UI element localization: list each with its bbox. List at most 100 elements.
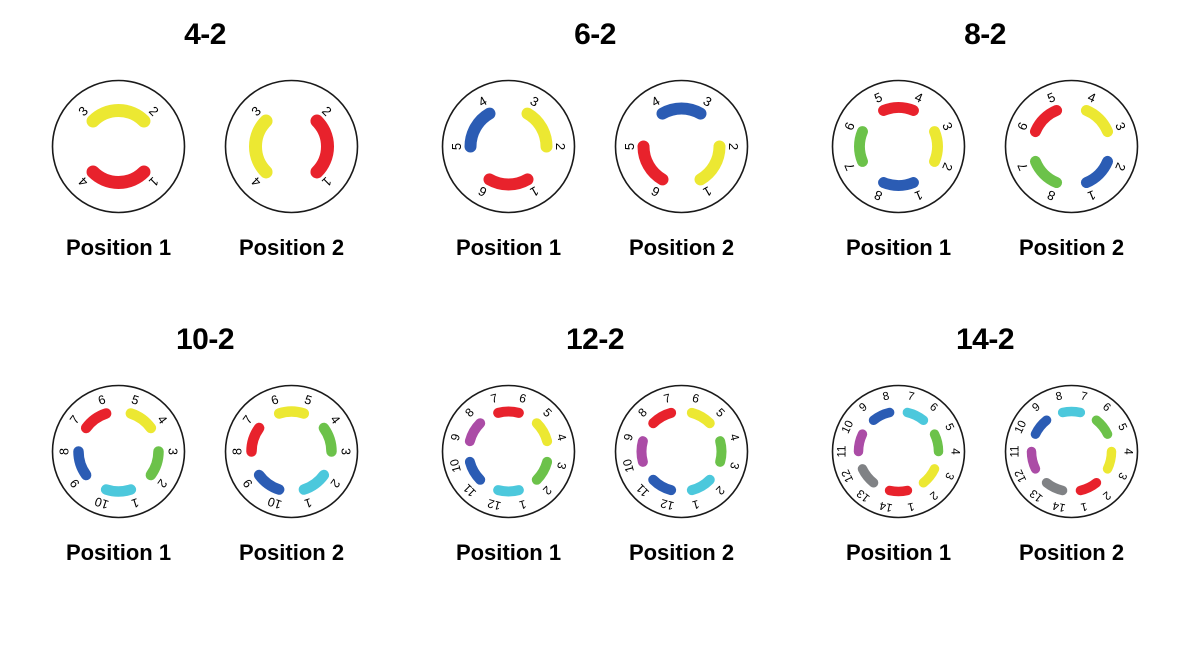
dial-number-5: 5 (303, 392, 314, 407)
dial-number-14: 14 (878, 499, 894, 514)
dial-arc-red (86, 165, 151, 189)
dial-arc-green (1091, 415, 1113, 439)
dial-arc-red (310, 114, 334, 179)
dial-number-6: 6 (269, 392, 280, 407)
dial-number-1: 1 (517, 497, 527, 512)
dial-outline (831, 79, 966, 214)
dial-arc-red (493, 406, 524, 418)
dial-number-6: 6 (518, 391, 528, 406)
dial-number-4: 4 (1122, 448, 1134, 455)
dial-arc-yellow (521, 107, 553, 153)
dial-number-5: 5 (942, 422, 956, 433)
dial-number-5: 5 (622, 143, 637, 150)
dial-arc-red (1029, 104, 1063, 138)
position-label-2: Position 2 (628, 540, 735, 565)
dial-outline (831, 384, 966, 519)
dial-number-1: 1 (907, 500, 916, 513)
dial-arc-blue (868, 407, 895, 425)
dial-number-4: 4 (554, 432, 569, 442)
dial-arc-green (929, 429, 944, 457)
dial-number-8: 8 (58, 448, 72, 455)
dial-number-3: 3 (1115, 470, 1129, 481)
panel-title: 6-2 (574, 18, 616, 51)
position-label-1: Position 1 (65, 235, 172, 260)
dial-arc-cyan (1057, 406, 1086, 418)
dial-arc-green (318, 422, 337, 457)
dial-number-14: 14 (1051, 499, 1067, 514)
dial-number-3: 3 (727, 461, 742, 471)
position-label-1: Position 1 (65, 540, 172, 565)
position-label-2: Position 2 (238, 235, 345, 260)
dial-arc-red (483, 173, 534, 191)
dial-arc-green (1029, 155, 1063, 189)
position-label-1: Position 1 (455, 235, 562, 260)
dial-arc-green (145, 446, 164, 481)
position-label-2: Position 2 (238, 540, 345, 565)
dial-arc-yellow (694, 140, 726, 186)
position-label-1: Position 1 (455, 540, 562, 565)
dial-arc-yellow (1080, 104, 1114, 138)
dial-number-7: 7 (1080, 390, 1089, 403)
dial-arc-red (878, 102, 919, 116)
dial-number-6: 6 (691, 391, 701, 406)
dial-number-2: 2 (726, 143, 741, 150)
dial-arc-cyan (100, 484, 137, 497)
dial-arc-red (637, 140, 669, 186)
dial-number-10: 10 (266, 494, 284, 512)
dial-arc-purple (853, 429, 868, 457)
dial-arc-yellow (929, 126, 943, 167)
dial-arc-yellow (1102, 446, 1117, 474)
dial-arc-red (80, 408, 112, 434)
dial-arc-purple (636, 436, 648, 467)
dial-number-3: 3 (339, 448, 353, 455)
dial-number-11: 11 (1010, 446, 1022, 458)
dial-arc-yellow (249, 114, 273, 179)
dial-number-7: 7 (489, 391, 499, 406)
dial-number-11: 11 (837, 446, 849, 458)
panel-title: 4-2 (184, 18, 226, 51)
dial-arc-blue (253, 469, 285, 495)
dial-outline (224, 79, 359, 214)
dial-outline (51, 79, 186, 214)
dial-number-1: 1 (130, 495, 141, 510)
dial-arc-yellow (125, 408, 157, 434)
dial-outline (1004, 79, 1139, 214)
dial-arc-yellow (918, 464, 940, 488)
